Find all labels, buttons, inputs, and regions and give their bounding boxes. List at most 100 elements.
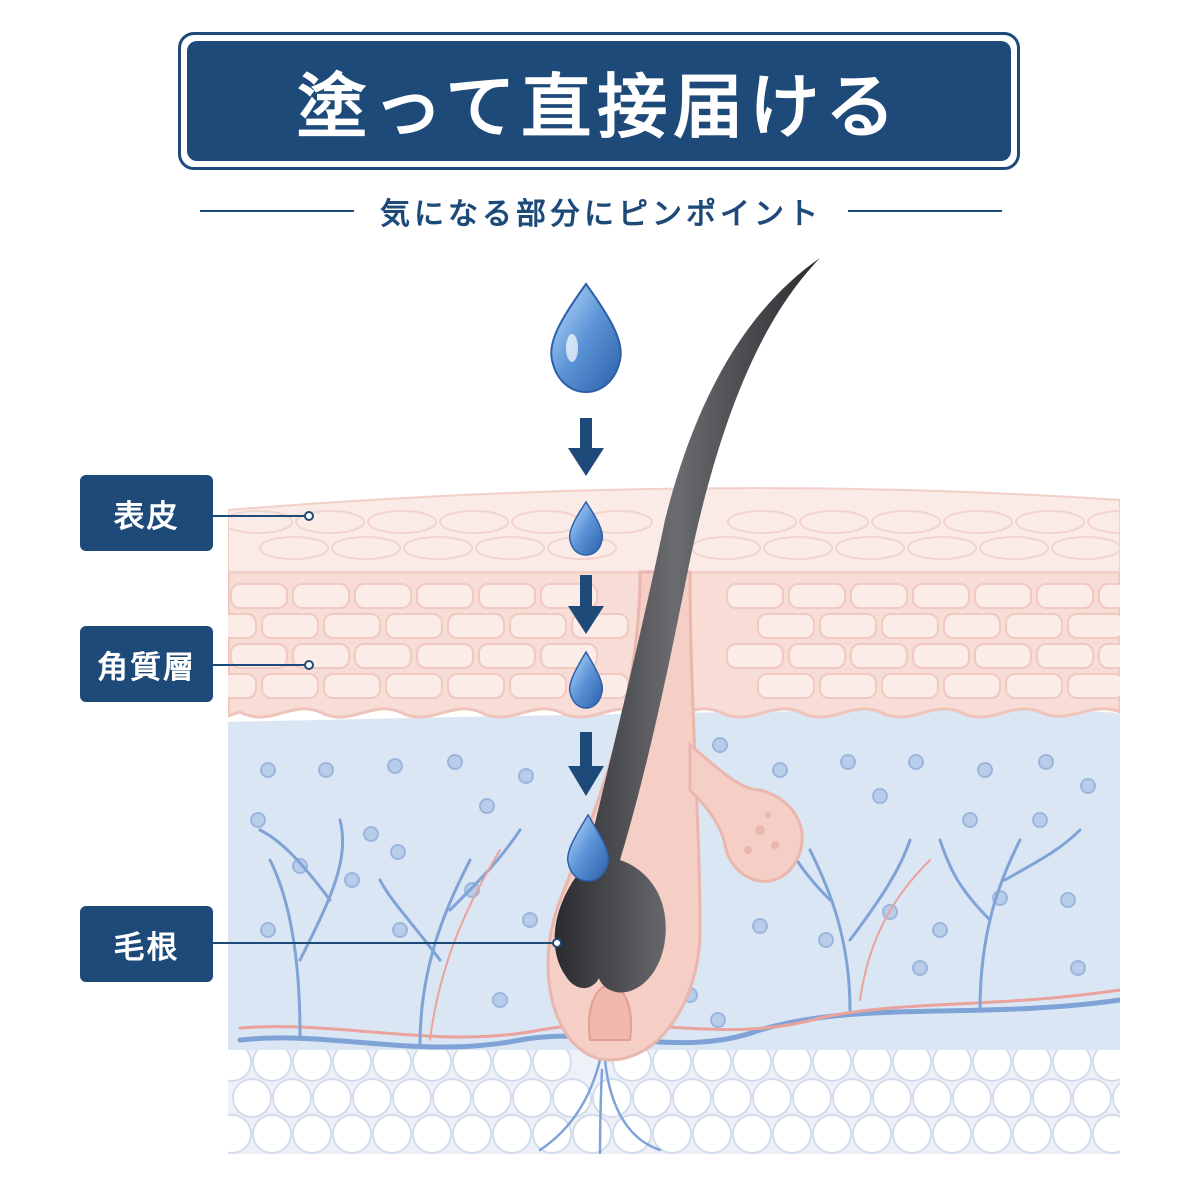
corneum-cell — [1005, 613, 1063, 639]
fat-cell — [292, 1114, 332, 1154]
fat-cell — [472, 1078, 512, 1118]
epidermis-cell — [295, 510, 365, 534]
title-banner: 塗って直接届ける — [178, 32, 1020, 170]
corneum-cell — [323, 613, 381, 639]
dermis-dot — [1032, 812, 1048, 828]
leader-stratum-corneum — [213, 664, 305, 666]
corneum-cell — [757, 673, 815, 699]
corneum-cell — [788, 583, 846, 609]
corneum-cell — [819, 673, 877, 699]
epidermis-cell — [439, 510, 509, 534]
corneum-cell — [1067, 673, 1120, 699]
corneum-cell — [850, 643, 908, 669]
fat-cell — [332, 1114, 372, 1154]
water-drop-icon — [566, 500, 610, 882]
fat-cell — [1133, 1115, 1171, 1153]
dermis-dot — [292, 858, 308, 874]
leader-epidermis — [213, 515, 305, 517]
corneum-cell — [726, 583, 784, 609]
dermis-dot — [447, 754, 463, 770]
corneum-cell — [230, 583, 288, 609]
corneum-cell — [228, 613, 257, 639]
fat-cell — [452, 1114, 492, 1154]
dermis-dot — [1060, 892, 1076, 908]
dermis-dot — [318, 762, 334, 778]
dermis-dot — [1070, 960, 1086, 976]
label-hair-root: 毛根 — [80, 906, 213, 982]
epidermis-cell — [1051, 536, 1120, 560]
dermis-dot — [260, 922, 276, 938]
fat-cell — [972, 1114, 1012, 1154]
epidermis-cell — [871, 510, 941, 534]
leader-dot-hair-root — [552, 938, 562, 948]
epidermis-cell — [727, 510, 797, 534]
fat-cell — [312, 1078, 352, 1118]
fat-cell — [232, 1078, 272, 1118]
water-drop-icon — [550, 282, 622, 394]
fat-cell — [712, 1078, 752, 1118]
corneum-cell — [1067, 613, 1120, 639]
corneum-cell — [261, 673, 319, 699]
fat-cell — [952, 1078, 992, 1118]
dermis-dot — [390, 844, 406, 860]
dermis-dot — [518, 768, 534, 784]
fat-cell — [1012, 1114, 1052, 1154]
fat-cell — [992, 1078, 1032, 1118]
subtitle-rule-right — [848, 210, 1002, 212]
corneum-cell — [292, 583, 350, 609]
corneum-cell — [757, 613, 815, 639]
leader-dot-epidermis — [304, 511, 314, 521]
dermis-dot — [710, 1012, 726, 1028]
fat-cell — [692, 1114, 732, 1154]
fat-cell — [392, 1078, 432, 1118]
dermis-dot — [772, 762, 788, 778]
corneum-cell — [323, 673, 381, 699]
corneum-cell — [912, 583, 970, 609]
fat-cell — [252, 1114, 292, 1154]
corneum-cell — [354, 583, 412, 609]
fat-cell — [672, 1078, 712, 1118]
epidermis-cell — [1087, 510, 1120, 534]
corneum-cell — [261, 613, 319, 639]
epidermis-cell — [835, 536, 905, 560]
dermis-dot — [344, 872, 360, 888]
fat-cell — [1072, 1078, 1112, 1118]
label-stratum-corneum: 角質層 — [80, 626, 213, 702]
corneum-cell — [974, 643, 1032, 669]
corneum-cell — [819, 613, 877, 639]
corneum-cell — [478, 643, 536, 669]
fat-cell — [1052, 1114, 1092, 1154]
gland-dots — [744, 812, 779, 854]
corneum-cell — [509, 613, 567, 639]
fat-cell — [228, 1114, 252, 1154]
corneum-cell — [1098, 583, 1120, 609]
corneum-cell — [788, 643, 846, 669]
corneum-cell — [509, 673, 567, 699]
leader-dot-stratum-corneum — [304, 660, 314, 670]
fat-cell — [1032, 1078, 1072, 1118]
epidermis-cell — [403, 536, 473, 560]
corneum-cell — [230, 643, 288, 669]
fat-cell — [492, 1114, 532, 1154]
fat-cell — [1133, 1043, 1171, 1081]
corneum-cell — [1161, 644, 1200, 668]
corneum-cell — [1130, 614, 1186, 638]
dermis-dot — [250, 812, 266, 828]
fat-cells — [228, 1042, 1171, 1154]
corneum-cell — [974, 583, 1032, 609]
fat-cell — [1112, 1082, 1120, 1114]
vessels — [237, 818, 1120, 1154]
epidermis-cell — [1124, 537, 1192, 559]
fat-cell — [1092, 1114, 1120, 1154]
dermis-dot — [840, 754, 856, 770]
epidermis-cell — [475, 536, 545, 560]
dermis-dot — [522, 912, 538, 928]
corneum-cell — [354, 643, 412, 669]
fat-cell — [352, 1078, 392, 1118]
page-title: 塗って直接届ける — [187, 41, 1011, 161]
epidermis-cell — [763, 536, 833, 560]
fat-cell — [572, 1114, 612, 1154]
fat-cell — [932, 1114, 972, 1154]
dermis-dot — [387, 758, 403, 774]
dermis-dot — [912, 960, 928, 976]
